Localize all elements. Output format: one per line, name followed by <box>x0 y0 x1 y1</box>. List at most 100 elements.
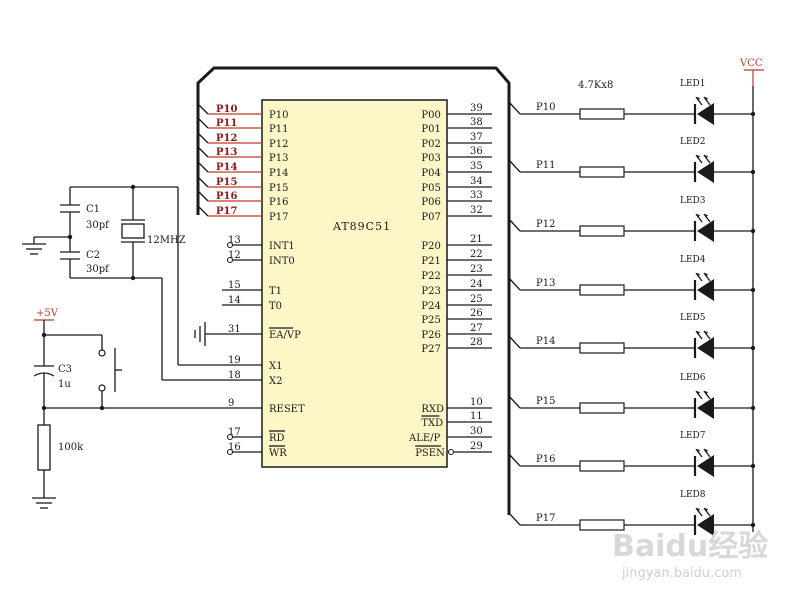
mcu-pin-label: P20 <box>421 241 440 252</box>
mcu-pin-number: 15 <box>228 280 241 291</box>
mcu-pin-number: 19 <box>228 355 241 366</box>
mcu-pin-label: T0 <box>269 301 282 312</box>
light-arrowhead <box>696 97 700 101</box>
pin-open-terminal <box>226 433 234 441</box>
led-triangle <box>697 514 714 536</box>
led-net-label: P10 <box>536 102 555 113</box>
junction-dot <box>750 463 756 469</box>
bus-entry <box>197 117 209 129</box>
mcu-pin-label: EA/VP <box>269 330 301 341</box>
mcu-pin-label: P21 <box>421 256 440 267</box>
bus-entry <box>508 277 521 291</box>
mcu-pin-number: 29 <box>470 441 483 452</box>
mcu-pin-number: 26 <box>470 308 483 319</box>
led-label: LED1 <box>680 79 706 89</box>
mcu-body <box>261 99 448 468</box>
mcu-pin-label: T1 <box>269 286 282 297</box>
bus-entry <box>197 205 209 217</box>
mcu-pin-label: P00 <box>421 110 440 121</box>
pin-open-terminal <box>226 448 234 456</box>
c3-name: C3 <box>58 364 72 375</box>
mcu-pin-number: 10 <box>470 397 483 408</box>
mcu-pin-label: P17 <box>269 212 288 223</box>
bus-entry <box>197 161 209 173</box>
mcu-pin-number: 12 <box>228 250 241 261</box>
light-arrowhead <box>704 155 708 159</box>
mcu-pin-label: P05 <box>421 183 440 194</box>
mcu-pin-number: 28 <box>470 337 483 348</box>
bus-net-label: P13 <box>216 147 237 158</box>
c1-value: 30pf <box>86 220 110 231</box>
ground-icon <box>22 243 46 255</box>
mcu-pin-label: P02 <box>421 139 440 150</box>
mcu-pin-number: 21 <box>470 234 483 245</box>
led-net-label: P17 <box>536 513 555 524</box>
mcu-pin-label: P11 <box>269 124 288 135</box>
mcu-pin-label: RXD <box>421 404 444 415</box>
watermark-url: jingyan.baidu.com <box>621 566 742 581</box>
led-net-label: P13 <box>536 278 555 289</box>
ground-icon <box>32 497 56 509</box>
pin-open-terminal <box>226 256 234 264</box>
mcu-pin-number: 11 <box>470 411 483 422</box>
mcu-right-pins: P0039P0138P0237P0336P0435P0534P0633P0732… <box>408 103 492 459</box>
mcu-pin-number: 30 <box>470 426 483 437</box>
mcu-pin-number: 17 <box>228 427 241 438</box>
bus-entry <box>197 132 209 144</box>
led-array: P10LED1P11LED2P12LED3P13LED4P14LED5P15LE… <box>508 79 756 536</box>
current-limit-resistor <box>579 108 625 120</box>
led-label: LED6 <box>680 373 706 383</box>
bus-loop <box>196 66 511 515</box>
junction-dot <box>750 522 756 528</box>
mcu-pin-number: 24 <box>470 279 483 290</box>
mcu-pin-label: P15 <box>269 183 288 194</box>
mcu-pin-label: P25 <box>421 315 440 326</box>
light-arrowhead <box>704 391 708 395</box>
bus-net-label: P10 <box>216 104 237 115</box>
mcu-pin-number: 33 <box>470 190 483 201</box>
mcu-name: AT89C51 <box>332 220 391 233</box>
led-net-label: P16 <box>536 454 555 465</box>
bus-net-label: P12 <box>216 133 237 144</box>
reset-resistor <box>37 424 51 471</box>
pin-open-terminal <box>447 448 455 456</box>
mcu-pin-number: 38 <box>470 117 483 128</box>
light-arrowhead <box>704 331 708 335</box>
bus-entry <box>197 146 209 158</box>
led-triangle <box>697 279 714 301</box>
mcu-pin-label: ALE/P <box>408 433 441 444</box>
mcu-pin-label: P23 <box>421 286 440 297</box>
mcu-pin-number: 32 <box>470 205 483 216</box>
light-arrowhead <box>696 214 700 218</box>
led-net-label: P14 <box>536 336 555 347</box>
watermark: Baidu经验 jingyan.baidu.com <box>612 529 768 581</box>
mcu-pin-label: P03 <box>421 153 440 164</box>
led-net-label: P12 <box>536 219 555 230</box>
bus-net-label: P17 <box>216 206 237 217</box>
led-net-label: P11 <box>536 160 555 171</box>
mcu-pin-label: X1 <box>269 361 282 372</box>
watermark-brand: Baidu经验 <box>612 529 768 564</box>
light-arrowhead <box>696 155 700 159</box>
pin-open-terminal <box>226 241 234 249</box>
mcu-pin-number: 23 <box>470 264 483 275</box>
mcu-chip: AT89C51 P10P11P12P13P14P15P16P17INT113IN… <box>222 99 492 468</box>
light-arrowhead <box>704 214 708 218</box>
mcu-pin-label: X2 <box>269 376 282 387</box>
crystal-body <box>121 223 145 239</box>
light-arrowhead <box>696 449 700 453</box>
bus-net-label: P16 <box>216 191 237 202</box>
mcu-pin-label: P12 <box>269 139 288 150</box>
mcu-pin-number: 16 <box>228 442 241 453</box>
c2-value: 30pf <box>86 264 110 275</box>
mcu-pin-label: P27 <box>421 344 440 355</box>
bus-entry <box>508 512 521 526</box>
current-limit-resistor <box>579 166 625 178</box>
bus-entry <box>508 453 521 467</box>
reset-resistor-label: 100k <box>58 442 84 453</box>
light-arrowhead <box>704 449 708 453</box>
bus-entry <box>197 190 209 202</box>
